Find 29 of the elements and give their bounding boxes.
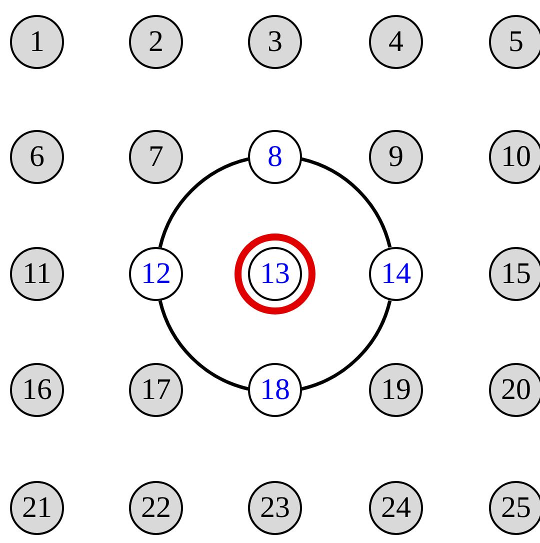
numbered-circle: 17: [129, 363, 183, 417]
numbered-circle: 8: [248, 130, 302, 184]
numbered-circle: 15: [489, 247, 540, 301]
numbered-circle: 10: [489, 130, 540, 184]
numbered-circle: 11: [10, 247, 64, 301]
numbered-circle: 20: [489, 363, 540, 417]
numbered-circle: 12: [129, 247, 183, 301]
connector-arc: [158, 300, 249, 391]
numbered-circle: 24: [369, 481, 423, 535]
numbered-circle: 7: [129, 130, 183, 184]
numbered-circle: 21: [10, 481, 64, 535]
numbered-circle: 6: [10, 130, 64, 184]
connector-arc: [301, 300, 392, 391]
numbered-circle: 16: [10, 363, 64, 417]
numbered-circle: 23: [248, 481, 302, 535]
numbered-circle: 13: [248, 247, 302, 301]
connector-arc: [301, 157, 392, 248]
numbered-circle: 14: [369, 247, 423, 301]
numbered-circle: 1: [10, 15, 64, 69]
numbered-circle: 19: [369, 363, 423, 417]
numbered-circle: 4: [369, 15, 423, 69]
numbered-circle: 2: [129, 15, 183, 69]
numbered-circle: 22: [129, 481, 183, 535]
numbered-circle: 9: [369, 130, 423, 184]
numbered-circle: 25: [489, 481, 540, 535]
connector-arc: [158, 157, 249, 248]
numbered-circle: 18: [248, 363, 302, 417]
numbered-circle: 3: [248, 15, 302, 69]
numbered-circle: 5: [489, 15, 540, 69]
